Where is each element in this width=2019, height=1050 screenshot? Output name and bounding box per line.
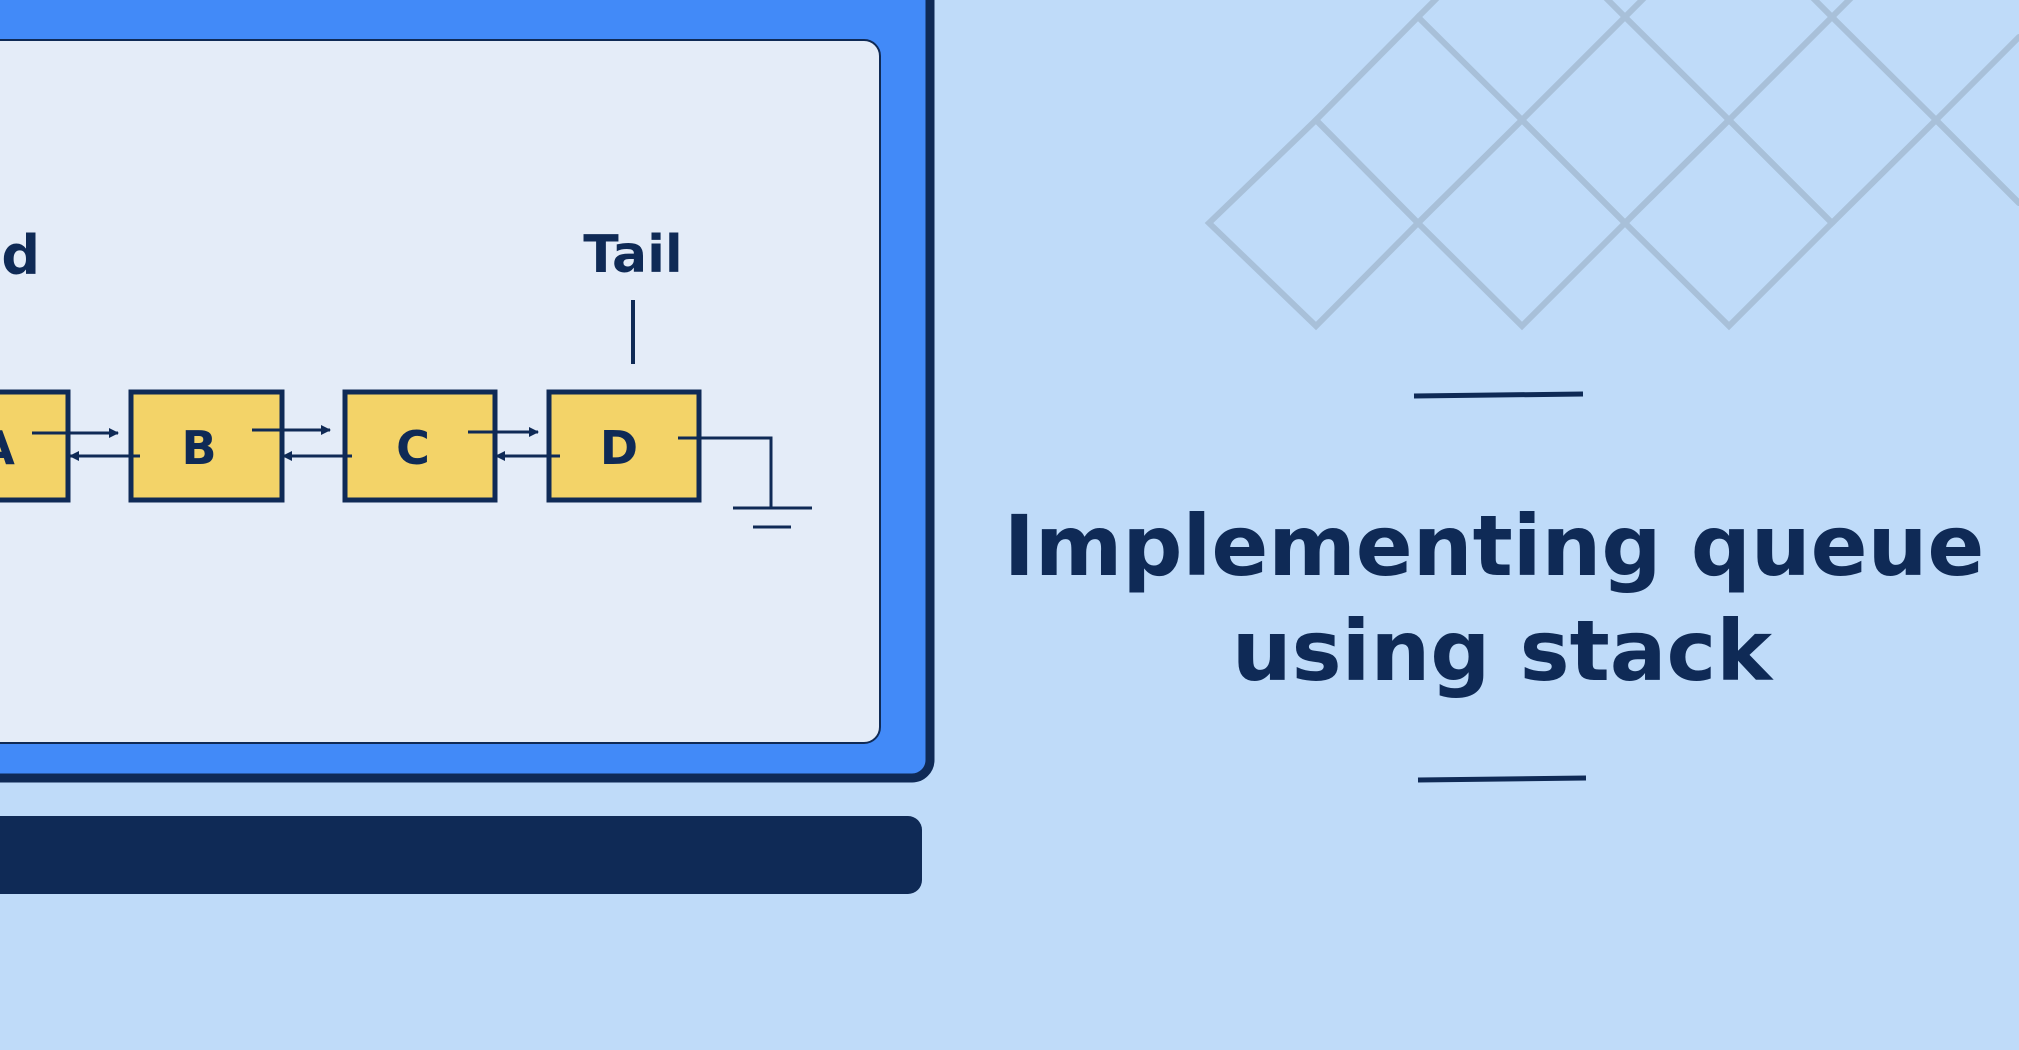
title-line-1: Implementing queue — [1004, 497, 1985, 595]
title-rule-bottom — [1417, 775, 1587, 783]
monitor-base — [0, 816, 922, 894]
node-b: B — [128, 389, 285, 503]
node-a: A — [0, 389, 71, 503]
node-d-label: D — [600, 421, 638, 475]
null-terminator-ground-icon — [678, 436, 812, 529]
head-label: nd — [0, 224, 40, 287]
tail-label: Tail — [583, 225, 683, 285]
node-c: C — [342, 389, 498, 503]
node-c-label: C — [396, 421, 430, 475]
node-b-label: B — [181, 421, 216, 475]
node-a-label: A — [0, 421, 15, 475]
diamond-lattice-pattern — [1204, 0, 2019, 331]
title-rule-top — [1413, 391, 1584, 399]
title-line-2: using stack — [1232, 602, 1774, 700]
node-d: D — [546, 389, 702, 503]
